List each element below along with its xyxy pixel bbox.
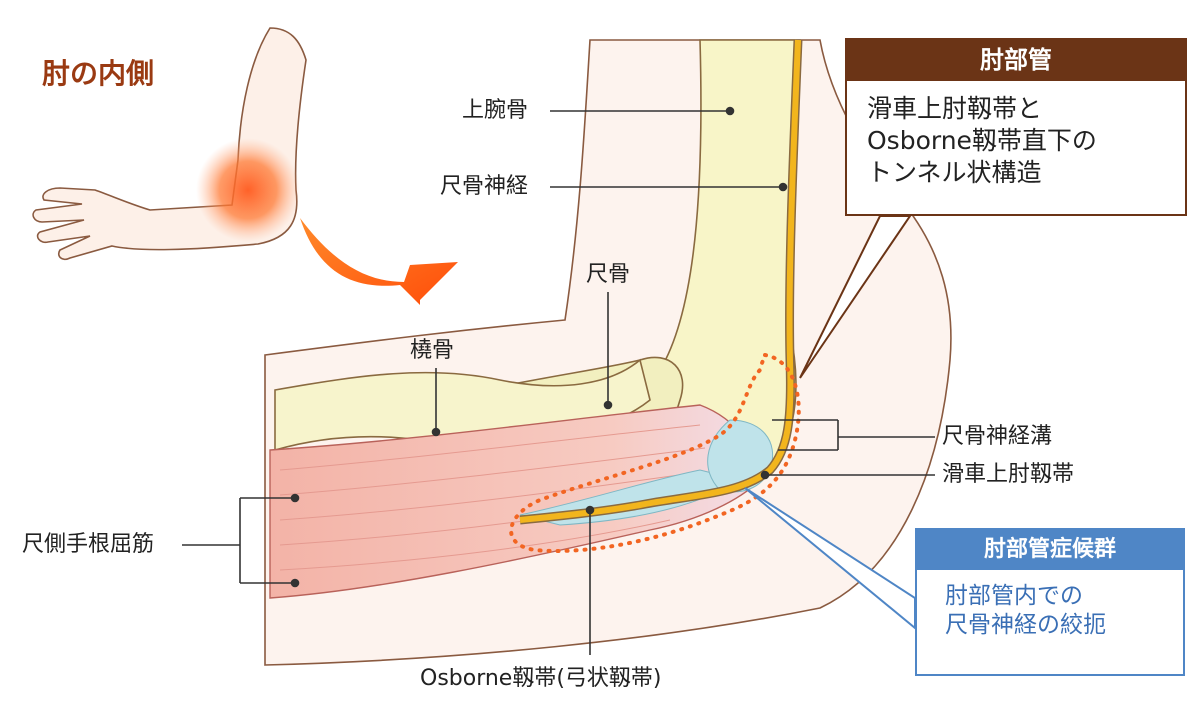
label-ulna: 尺骨 [586, 262, 631, 287]
cubital-tunnel-callout: 肘部管 滑車上肘靱帯と Osborne靱帯直下の トンネル状構造 [845, 38, 1187, 216]
cubital-tunnel-outline [509, 352, 801, 553]
cubital-tunnel-line: トンネル状構造 [867, 158, 1042, 187]
label-fcu-muscle: 尺側手根屈筋 [22, 532, 155, 557]
label-ulnar-nerve-groove: 尺骨神経溝 [942, 424, 1053, 449]
cubital-tunnel-line: Osborne靱帯直下の [867, 126, 1097, 155]
syndrome-line: 尺骨神経の絞扼 [945, 612, 1106, 639]
cubital-tunnel-heading: 肘部管 [847, 40, 1185, 81]
label-radius: 橈骨 [410, 338, 455, 363]
elbow-highlight [196, 138, 300, 242]
orange-arrow-icon [300, 218, 458, 305]
cubital-tunnel-description: 滑車上肘靱帯と Osborne靱帯直下の トンネル状構造 [847, 81, 1185, 189]
cubital-tunnel-line: 滑車上肘靱帯と [867, 94, 1043, 123]
box1-pointer [799, 215, 912, 379]
label-trochlear-ligament: 滑車上肘靱帯 [942, 462, 1075, 487]
label-ulnar-nerve: 尺骨神経 [440, 174, 529, 199]
leader-lines [182, 106, 935, 655]
syndrome-callout: 肘部管症候群 肘部管内での 尺骨神経の絞扼 [915, 528, 1185, 676]
page-title: 肘の内側 [42, 57, 155, 90]
syndrome-heading: 肘部管症候群 [917, 530, 1183, 570]
ulnar-nerve-core [519, 39, 801, 523]
label-humerus: 上腕骨 [462, 98, 529, 123]
syndrome-line: 肘部管内での [945, 583, 1083, 609]
syndrome-description: 肘部管内での 尺骨神経の絞扼 [917, 570, 1183, 641]
label-osborne-ligament: Osborne靱帯(弓状靱帯) [420, 666, 662, 691]
